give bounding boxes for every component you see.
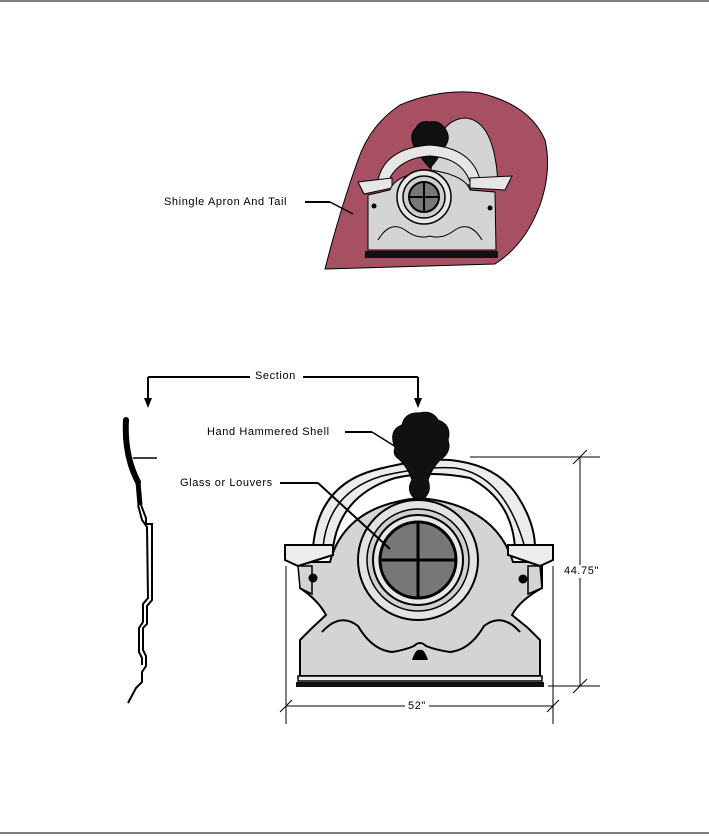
section-arrow-left: [144, 398, 152, 408]
shell-leader-end: [371, 431, 397, 448]
bolt-left: [308, 573, 318, 583]
label-shell: Hand Hammered Shell: [207, 426, 330, 438]
keystone-drop: [412, 649, 428, 660]
dim-height-tick-top: [572, 449, 588, 465]
cornice-right: [507, 544, 554, 568]
cornice-left: [284, 544, 334, 568]
section-profile: [122, 417, 157, 704]
glass-leader-end: [317, 482, 391, 550]
apron-view: [305, 91, 549, 270]
profile-body: [127, 504, 153, 704]
bracket-left: [297, 565, 313, 596]
sill-bottom: [296, 682, 544, 687]
small-bolt-left: [371, 203, 377, 209]
small-body-scroll: [377, 226, 483, 241]
label-height-dimension: 44.75": [561, 565, 603, 578]
callout-leaders: [280, 431, 397, 550]
bracket-right: [527, 565, 543, 596]
dim-width-tick-right: [546, 699, 560, 713]
small-sill: [365, 251, 498, 258]
section-arrow-right: [414, 398, 422, 408]
dim-width-tick-left: [279, 699, 293, 713]
label-section: Section: [252, 370, 299, 383]
profile-body-inner: [137, 504, 150, 665]
main-window: [284, 411, 554, 687]
label-width-dimension: 52": [405, 700, 429, 713]
hood-outer-arch: [311, 458, 537, 549]
bolt-right: [518, 574, 528, 584]
lower-scroll: [321, 619, 521, 654]
apron-leader-end: [329, 201, 354, 215]
dim-height-tick-bottom: [572, 678, 588, 694]
section-marker: [144, 376, 422, 408]
small-bolt-right: [487, 205, 493, 211]
hammered-shell: [392, 411, 450, 499]
label-glass: Glass or Louvers: [180, 477, 273, 489]
sill-top: [297, 675, 543, 682]
profile-top-curve: [122, 417, 141, 485]
label-apron: Shingle Apron And Tail: [164, 196, 288, 208]
profile-neck: [135, 481, 143, 506]
